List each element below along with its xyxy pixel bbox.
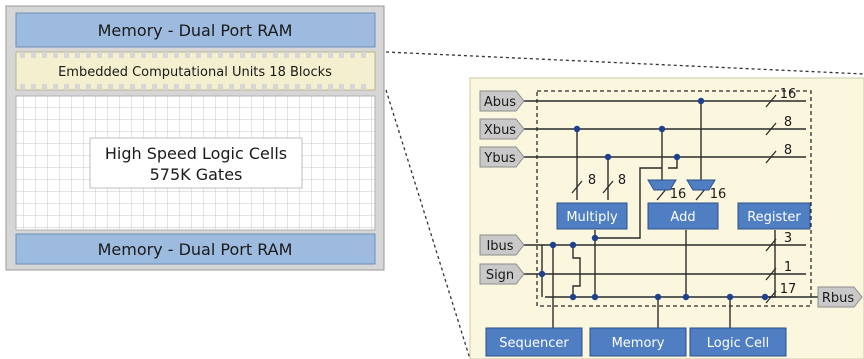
multiply-label: Multiply <box>566 210 618 225</box>
logic-cell-grid: High Speed Logic Cells 575K Gates <box>15 95 376 231</box>
xbus-label: Xbus <box>484 123 516 138</box>
memory-block-bottom: Memory - Dual Port RAM <box>15 233 376 265</box>
embedded-units-label: Embedded Computational Units 18 Blocks <box>58 65 332 80</box>
add-operand-a-width: 16 <box>670 187 687 202</box>
sequencer-block: Sequencer <box>485 327 583 357</box>
bus-tag-ibus: Ibus <box>479 234 525 256</box>
bus-tag-rbus: Rbus <box>817 286 863 308</box>
logic-cell-block: Logic Cell <box>689 327 787 357</box>
memory-block-small: Memory <box>589 327 687 357</box>
multiply-operand-a-width: 8 <box>588 173 596 188</box>
width-label-ybus: 8 <box>784 143 792 158</box>
logic-cells-title: High Speed Logic Cells <box>105 144 287 163</box>
logic-cells-gates: 575K Gates <box>150 165 243 184</box>
width-label-abus: 16 <box>780 87 797 102</box>
zoom-connector <box>385 51 864 359</box>
ibus-label: Ibus <box>486 239 513 254</box>
ybus-label: Ybus <box>483 151 515 166</box>
bus-width-labels: 16 8 8 3 1 17 8 8 16 16 <box>588 87 796 297</box>
memory-bottom-label: Memory - Dual Port RAM <box>98 240 293 259</box>
bus-tag-ybus: Ybus <box>479 146 525 168</box>
embedded-units-strip: Embedded Computational Units 18 Blocks <box>15 51 376 91</box>
bus-tag-xbus: Xbus <box>479 118 525 140</box>
chip-overview: Memory - Dual Port RAM Embedded Computat… <box>5 5 385 271</box>
width-label-rbus: 17 <box>780 282 797 297</box>
sign-label: Sign <box>486 268 514 283</box>
register-block: Register <box>737 202 811 230</box>
bus-tag-abus: Abus <box>479 90 525 112</box>
add-operand-b-width: 16 <box>710 187 727 202</box>
memory-block-top: Memory - Dual Port RAM <box>15 12 376 48</box>
width-label-xbus: 8 <box>784 115 792 130</box>
memory-small-label: Memory <box>612 336 665 351</box>
sequencer-label: Sequencer <box>499 336 569 351</box>
logic-cell-label: Logic Cell <box>707 336 769 351</box>
embedded-units-notches <box>20 52 366 90</box>
memory-top-label: Memory - Dual Port RAM <box>98 21 293 40</box>
multiply-block: Multiply <box>556 202 628 230</box>
unit-boundary <box>536 90 812 307</box>
add-block: Add <box>647 202 719 230</box>
bus-tag-sign: Sign <box>479 263 525 285</box>
width-label-sign: 1 <box>784 260 792 275</box>
multiply-operand-b-width: 8 <box>618 173 626 188</box>
register-label: Register <box>747 210 801 225</box>
width-label-ibus: 3 <box>784 231 792 246</box>
junction-dots <box>538 97 769 301</box>
abus-label: Abus <box>484 95 516 110</box>
rbus-label: Rbus <box>822 291 855 306</box>
computational-unit-detail: 16 8 8 3 1 17 8 8 16 16 <box>469 77 864 359</box>
add-label: Add <box>670 210 695 225</box>
add-input-muxes <box>647 179 716 191</box>
